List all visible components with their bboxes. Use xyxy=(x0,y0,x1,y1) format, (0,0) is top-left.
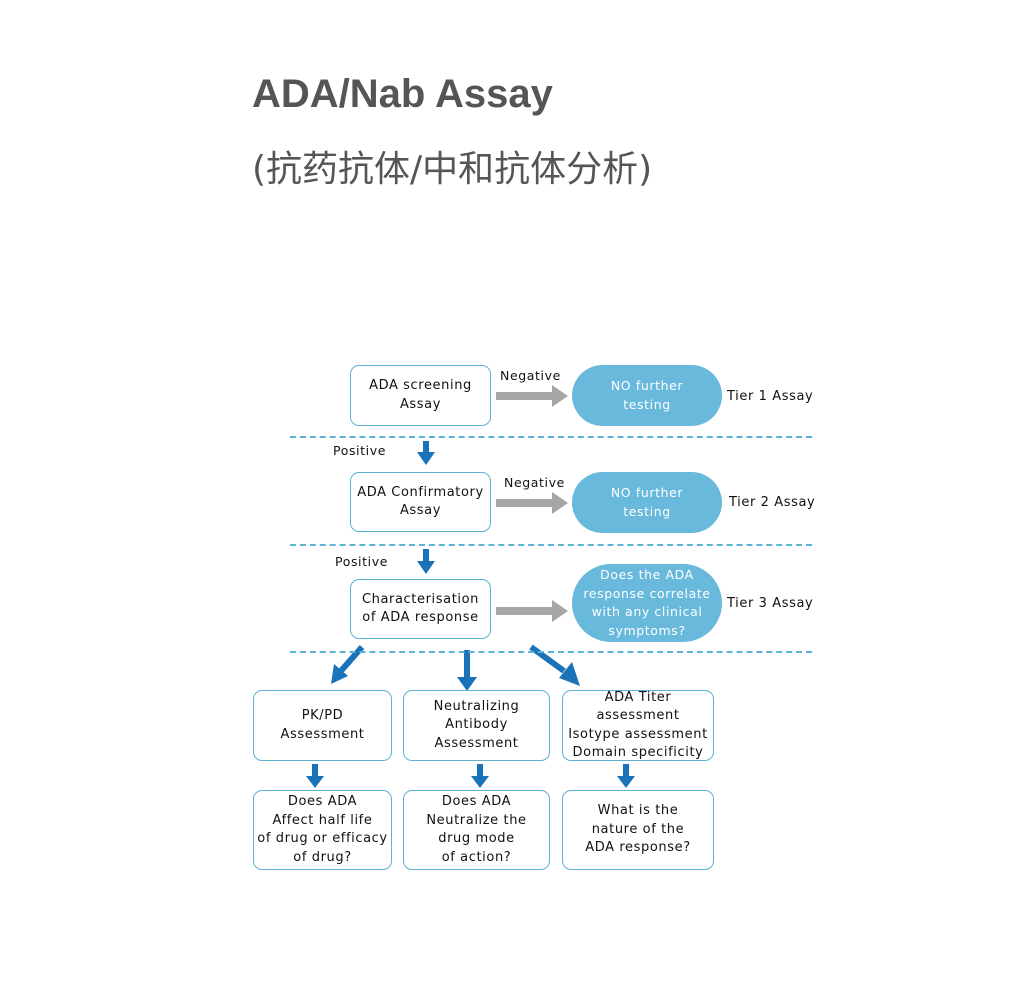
negative-arrow-2 xyxy=(496,492,568,514)
nature-question-box: What is the nature of the ADA response? xyxy=(562,790,714,870)
no-further-testing-pill-2: NO further testing xyxy=(572,472,722,533)
clinical-correlation-pill: Does the ADA response correlate with any… xyxy=(572,564,722,642)
branch-arrow-center xyxy=(457,650,477,691)
page-subtitle: (抗药抗体/中和抗体分析) xyxy=(252,149,653,190)
characterisation-box: Characterisation of ADA response xyxy=(350,579,491,639)
screening-assay-box: ADA screening Assay xyxy=(350,365,491,426)
tier2-label: Tier 2 Assay xyxy=(729,495,816,510)
negative-label-2: Negative xyxy=(504,475,565,490)
branch-arrow-right-head xyxy=(559,662,580,686)
tier3-label: Tier 3 Assay xyxy=(727,596,814,611)
tier1-label: Tier 1 Assay xyxy=(727,389,814,404)
half-life-question-box: Does ADA Affect half life of drug or eff… xyxy=(253,790,392,870)
pkpd-assessment-box: PK/PD Assessment xyxy=(253,690,392,761)
positive-arrow-1 xyxy=(417,441,435,465)
down-arrow-titer xyxy=(617,764,635,788)
negative-arrow-1 xyxy=(496,385,568,407)
titer-isotype-domain-box: ADA Titer assessment Isotype assessment … xyxy=(562,690,714,761)
positive-label-1: Positive xyxy=(333,443,386,458)
neutralizing-antibody-box: Neutralizing Antibody Assessment xyxy=(403,690,550,761)
branch-arrow-left-head xyxy=(331,664,348,684)
tier-divider-1 xyxy=(290,436,812,438)
page-title: ADA/Nab Assay xyxy=(252,72,553,116)
tier-divider-3 xyxy=(290,651,812,653)
result-arrow-3 xyxy=(496,600,568,622)
down-arrow-pkpd xyxy=(306,764,324,788)
positive-arrow-2 xyxy=(417,549,435,574)
tier-divider-2 xyxy=(290,544,812,546)
no-further-testing-pill-1: NO further testing xyxy=(572,365,722,426)
neutralize-question-box: Does ADA Neutralize the drug mode of act… xyxy=(403,790,550,870)
confirmatory-assay-box: ADA Confirmatory Assay xyxy=(350,472,491,532)
positive-label-2: Positive xyxy=(335,554,388,569)
down-arrow-neutralizing xyxy=(471,764,489,788)
negative-label-1: Negative xyxy=(500,368,561,383)
